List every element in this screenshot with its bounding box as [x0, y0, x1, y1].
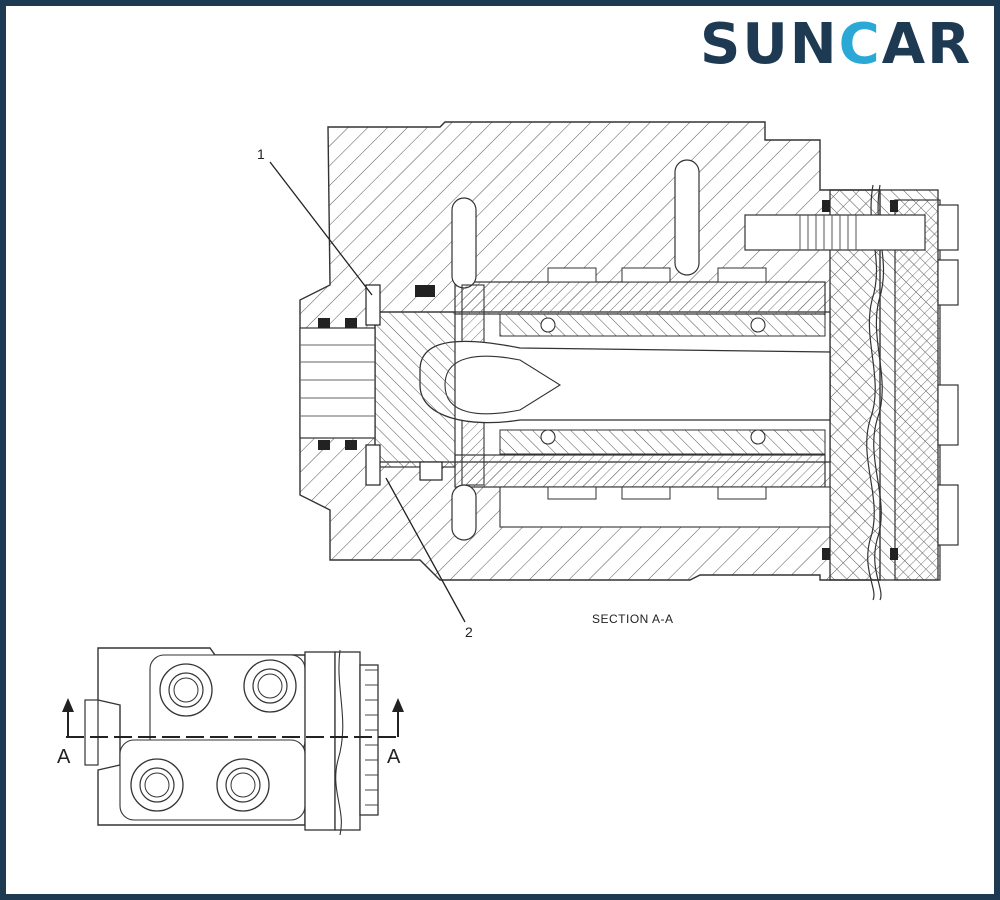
- callout-leader-1: [269, 161, 373, 296]
- port: [159, 663, 213, 717]
- sleeve-upper: [454, 281, 826, 315]
- threaded-bolt: [744, 214, 926, 251]
- plan-view: [62, 647, 404, 836]
- cut-label-right: A: [387, 746, 401, 768]
- drilling: [451, 484, 477, 541]
- drive-shaft: [419, 340, 831, 424]
- port: [216, 758, 270, 812]
- brand-logo: SUNCAR: [700, 10, 990, 80]
- input-spool: [374, 311, 456, 468]
- callout-label-1: 1: [257, 146, 265, 162]
- break-line: [866, 184, 878, 601]
- section-view: [299, 121, 959, 601]
- bolt: [937, 484, 959, 546]
- callout-label-2: 2: [465, 624, 473, 640]
- bolt: [937, 204, 959, 251]
- section-caption: SECTION A-A: [592, 612, 674, 626]
- seal-2: [365, 444, 381, 486]
- seal-1: [365, 284, 381, 326]
- bearing-ball: [540, 317, 556, 333]
- spline-coupling: [299, 327, 376, 439]
- drilling: [451, 197, 477, 289]
- sleeve-lower: [454, 454, 826, 488]
- bolt: [937, 384, 959, 446]
- callout-leader-2: [385, 477, 466, 623]
- port: [243, 659, 297, 713]
- cut-label-left: A: [57, 746, 71, 768]
- port: [130, 758, 184, 812]
- brand-logo-text: SUNCAR: [700, 12, 973, 77]
